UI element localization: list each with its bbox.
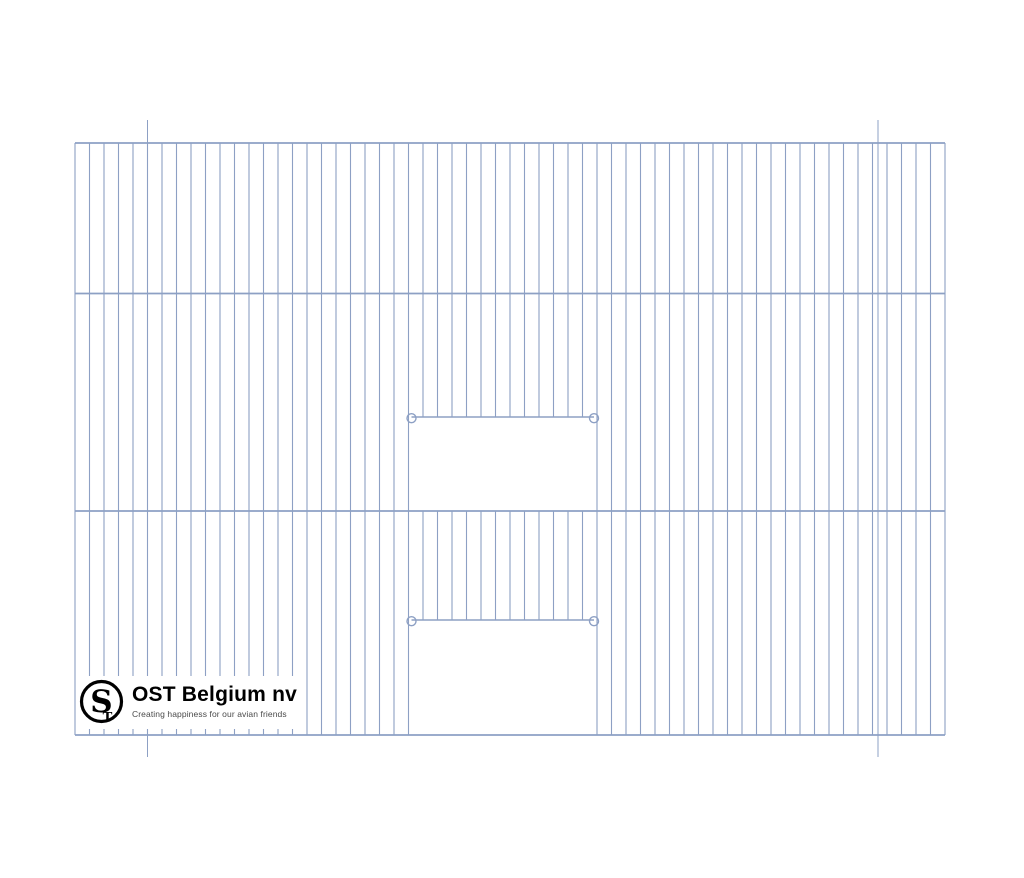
company-name: OST Belgium nv: [132, 682, 297, 706]
brand-text: OST Belgium nv Creating happiness for ou…: [132, 682, 297, 720]
brand-logo: S T OST Belgium nv Creating happiness fo…: [76, 676, 305, 729]
monogram-letter-t: T: [103, 711, 113, 726]
monogram-letter-s: S: [90, 684, 112, 720]
company-tagline: Creating happiness for our avian friends: [132, 709, 287, 720]
ost-monogram-icon: S T: [79, 679, 124, 726]
monogram-ring: [79, 679, 124, 724]
